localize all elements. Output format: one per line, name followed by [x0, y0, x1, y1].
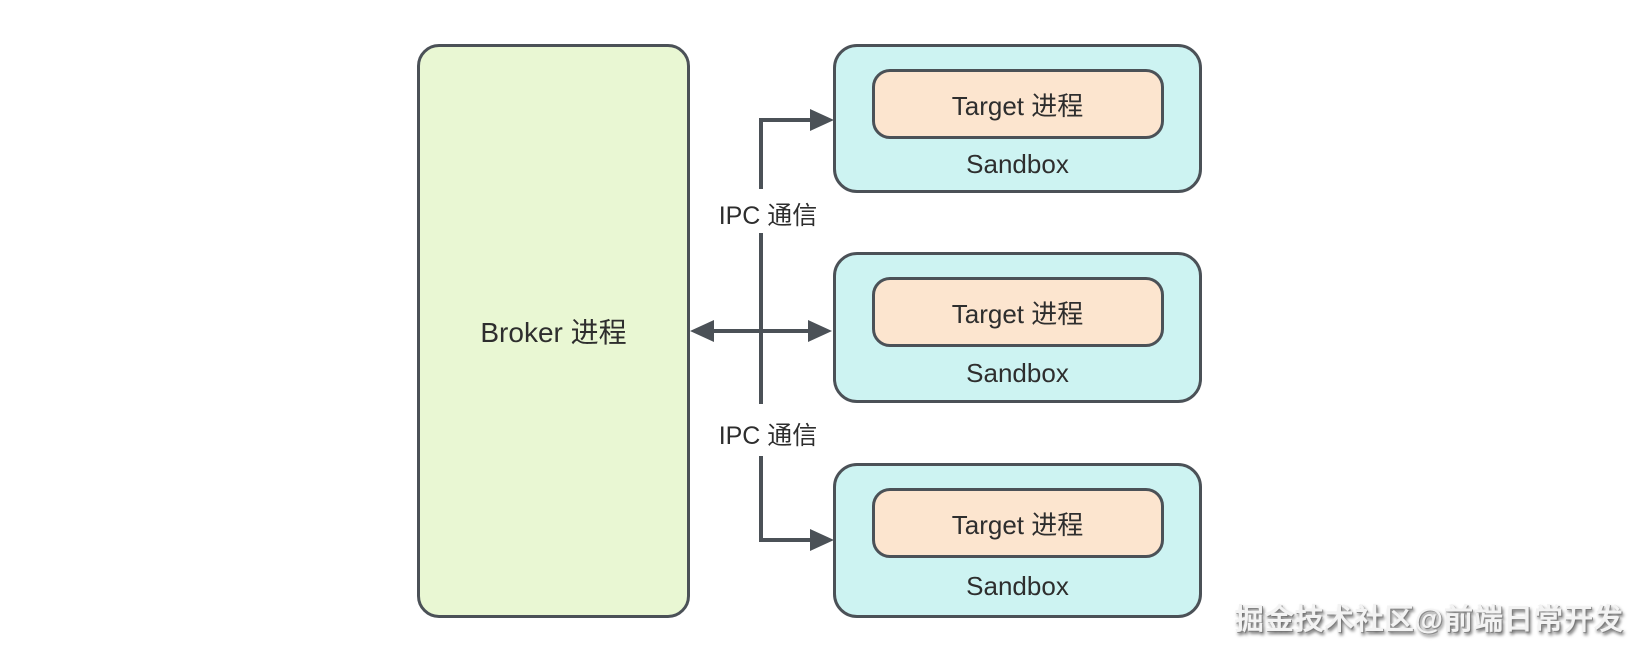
sandbox-box-2: Target 进程 Sandbox	[833, 252, 1202, 403]
sandbox-label-3: Sandbox	[966, 571, 1069, 601]
target-process-box-1: Target 进程	[871, 69, 1164, 139]
ipc-label-bottom: IPC 通信	[718, 422, 818, 450]
sandbox-box-3: Target 进程 Sandbox	[833, 463, 1202, 618]
arrowhead-to-broker	[690, 320, 714, 342]
target-process-box-3: Target 进程	[871, 488, 1164, 558]
target-process-label-3: Target 进程	[951, 509, 1084, 540]
target-process-box-2: Target 进程	[871, 277, 1164, 347]
broker-process-label: Broker 进程	[480, 317, 627, 348]
arrowhead-to-sandbox-3	[810, 529, 834, 551]
arrowhead-to-sandbox-1	[810, 109, 834, 131]
watermark-text: 掘金技术社区@前端日常开发	[1234, 604, 1624, 636]
ipc-trunk-line	[759, 118, 816, 542]
broker-process-box: Broker 进程	[417, 44, 690, 618]
sandbox-label-1: Sandbox	[966, 149, 1069, 179]
target-process-label-1: Target 进程	[951, 90, 1084, 121]
sandbox-box-1: Target 进程 Sandbox	[833, 44, 1202, 193]
ipc-label-top: IPC 通信	[718, 202, 818, 230]
target-process-label-2: Target 进程	[951, 298, 1084, 329]
sandbox-label-2: Sandbox	[966, 358, 1069, 388]
arrowhead-to-sandbox-2	[808, 320, 832, 342]
